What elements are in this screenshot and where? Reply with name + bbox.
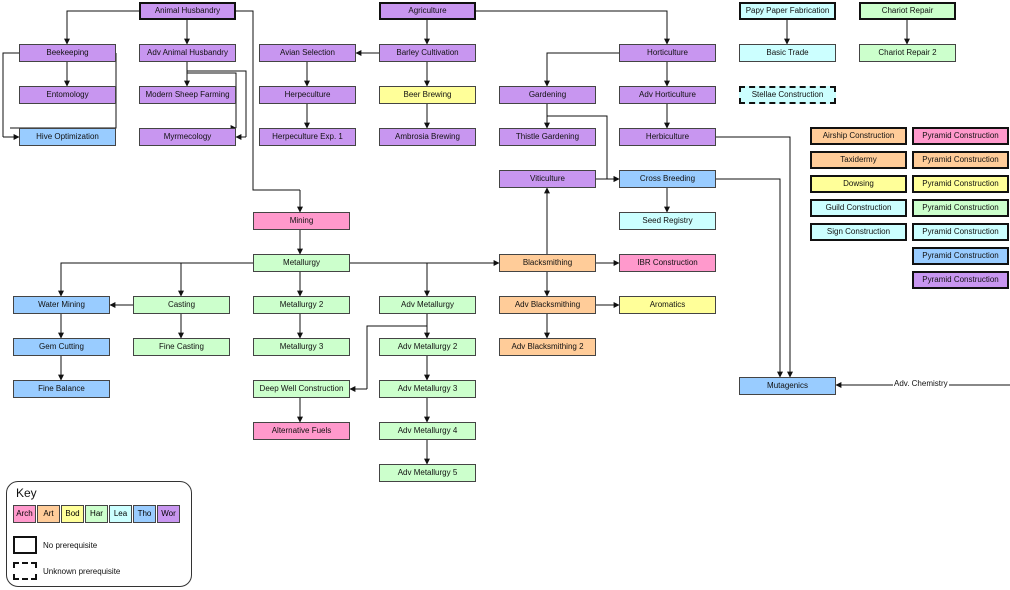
connector-line [366, 320, 428, 389]
connector-line [60, 262, 253, 296]
tech-node-hive-optimization: Hive Optimization [19, 128, 116, 146]
tech-node-adv-metallurgy-3: Adv Metallurgy 3 [379, 380, 476, 398]
connector-line [236, 10, 300, 191]
external-prereq-label: Adv. Chemistry [893, 379, 949, 389]
tech-node-herpeculture: Herpeculture [259, 86, 356, 104]
tech-node-viticulture: Viticulture [499, 170, 596, 188]
tech-node-chariot-repair-2: Chariot Repair 2 [859, 44, 956, 62]
tech-node-metallurgy-2: Metallurgy 2 [253, 296, 350, 314]
connector-line [186, 62, 247, 137]
key-swatch-bod: Bod [61, 505, 84, 523]
tech-node-adv-blacksmithing: Adv Blacksmithing [499, 296, 596, 314]
tech-node-dowsing: Dowsing [810, 175, 907, 193]
tech-node-airship-construction: Airship Construction [810, 127, 907, 145]
tech-node-herbiculture: Herbiculture [619, 128, 716, 146]
tech-node-thistle-gardening: Thistle Gardening [499, 128, 596, 146]
key-title: Key [16, 486, 37, 500]
tech-node-pyramid-construction-3: Pyramid Construction [912, 175, 1009, 193]
connector-line [716, 136, 791, 377]
key-no-prereq-box [13, 536, 37, 554]
tech-node-mutagenics: Mutagenics [739, 377, 836, 395]
tech-node-fine-balance: Fine Balance [13, 380, 110, 398]
key-no-prereq-label: No prerequisite [43, 541, 98, 550]
tech-node-sign-construction: Sign Construction [810, 223, 907, 241]
tech-node-stellae-construction: Stellae Construction [739, 86, 836, 104]
key-swatch-arch: Arch [13, 505, 36, 523]
key-unknown-prereq-box [13, 562, 37, 580]
tech-node-adv-metallurgy-4: Adv Metallurgy 4 [379, 422, 476, 440]
tech-node-ambrosia-brewing: Ambrosia Brewing [379, 128, 476, 146]
tech-node-pyramid-construction-2: Pyramid Construction [912, 151, 1009, 169]
connector-line [476, 10, 668, 44]
tech-node-beer-brewing: Beer Brewing [379, 86, 476, 104]
key-swatch-wor: Wor [157, 505, 180, 523]
tech-node-cross-breeding: Cross Breeding [619, 170, 716, 188]
key-swatch-lea: Lea [109, 505, 132, 523]
tech-node-adv-horticulture: Adv Horticulture [619, 86, 716, 104]
tech-node-adv-blacksmithing-2: Adv Blacksmithing 2 [499, 338, 596, 356]
tech-node-pyramid-construction-1: Pyramid Construction [912, 127, 1009, 145]
tech-node-mining: Mining [253, 212, 350, 230]
tech-node-fine-casting: Fine Casting [133, 338, 230, 356]
tech-node-beekeeping: Beekeeping [19, 44, 116, 62]
tech-node-gem-cutting: Gem Cutting [13, 338, 110, 356]
tech-node-taxidermy: Taxidermy [810, 151, 907, 169]
connector-line [349, 262, 428, 296]
tech-node-animal-husbandry: Animal Husbandry [139, 2, 236, 20]
tech-node-chariot-repair: Chariot Repair [859, 2, 956, 20]
key-swatch-art: Art [37, 505, 60, 523]
tech-node-adv-animal-husbandry: Adv Animal Husbandry [139, 44, 236, 62]
connector-line [66, 10, 139, 44]
tech-node-pyramid-construction-5: Pyramid Construction [912, 223, 1009, 241]
tech-node-herpeculture-exp-1: Herpeculture Exp. 1 [259, 128, 356, 146]
tech-node-myrmecology: Myrmecology [139, 128, 236, 146]
tech-node-horticulture: Horticulture [619, 44, 716, 62]
key-swatches: Arch Art Bod Har Lea Tho Wor [13, 505, 181, 523]
tech-node-pyramid-construction-7: Pyramid Construction [912, 271, 1009, 289]
tech-node-blacksmithing: Blacksmithing [499, 254, 596, 272]
tech-node-ibr-construction: IBR Construction [619, 254, 716, 272]
tech-node-alternative-fuels: Alternative Fuels [253, 422, 350, 440]
connector-line [2, 52, 19, 137]
connector-line [716, 178, 781, 377]
tech-node-agriculture: Agriculture [379, 2, 476, 20]
tech-node-entomology: Entomology [19, 86, 116, 104]
connector-line [546, 52, 619, 86]
tech-node-adv-metallurgy-5: Adv Metallurgy 5 [379, 464, 476, 482]
tech-node-adv-metallurgy: Adv Metallurgy [379, 296, 476, 314]
tech-node-papy-paper-fabrication: Papy Paper Fabrication [739, 2, 836, 20]
tech-node-basic-trade: Basic Trade [739, 44, 836, 62]
tech-node-avian-selection: Avian Selection [259, 44, 356, 62]
tech-node-adv-metallurgy-2: Adv Metallurgy 2 [379, 338, 476, 356]
key-swatch-tho: Tho [133, 505, 156, 523]
tech-node-water-mining: Water Mining [13, 296, 110, 314]
key-unknown-prereq-label: Unknown prerequisite [43, 567, 121, 576]
tech-node-casting: Casting [133, 296, 230, 314]
tech-node-pyramid-construction-6: Pyramid Construction [912, 247, 1009, 265]
connector-line [547, 115, 608, 179]
tech-node-aromatics: Aromatics [619, 296, 716, 314]
tech-node-deep-well-construction: Deep Well Construction [253, 380, 350, 398]
tech-node-seed-registry: Seed Registry [619, 212, 716, 230]
key-swatch-har: Har [85, 505, 108, 523]
legend-key: Key Arch Art Bod Har Lea Tho Wor No prer… [6, 481, 192, 587]
tech-node-gardening: Gardening [499, 86, 596, 104]
tech-node-modern-sheep-farming: Modern Sheep Farming [139, 86, 236, 104]
tech-node-barley-cultivation: Barley Cultivation [379, 44, 476, 62]
tech-node-metallurgy: Metallurgy [253, 254, 350, 272]
tech-node-guild-construction: Guild Construction [810, 199, 907, 217]
tech-node-pyramid-construction-4: Pyramid Construction [912, 199, 1009, 217]
tech-node-metallurgy-3: Metallurgy 3 [253, 338, 350, 356]
